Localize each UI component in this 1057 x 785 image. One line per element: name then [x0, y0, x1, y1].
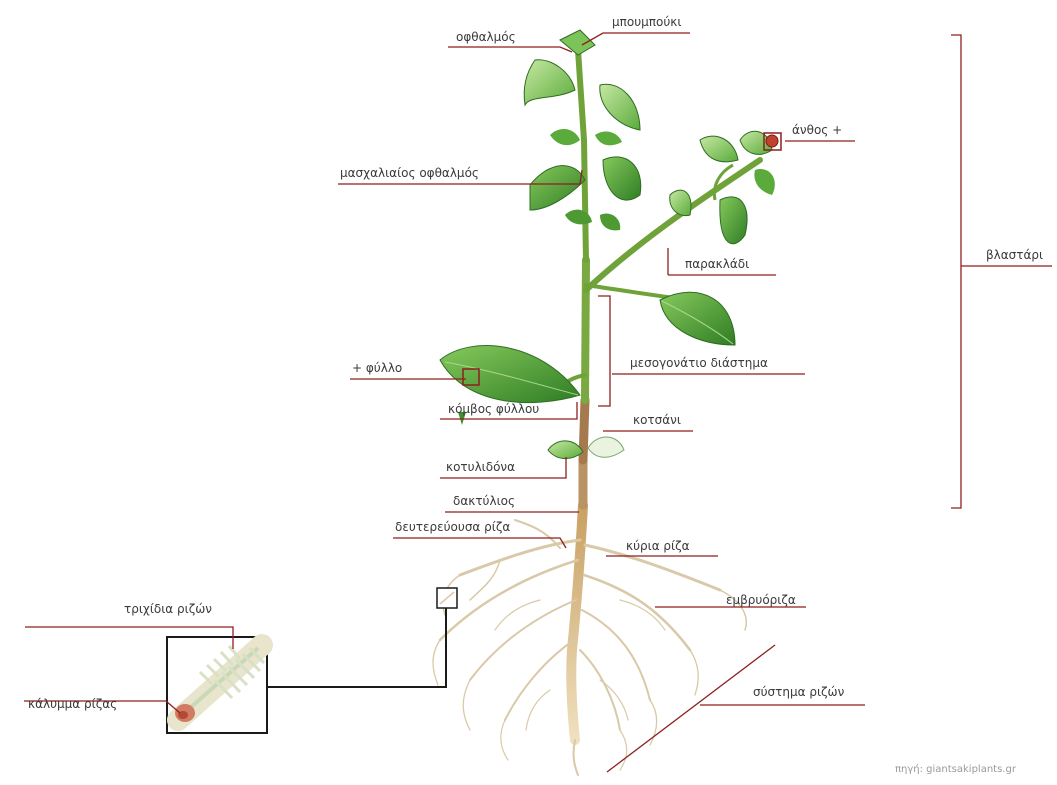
- label-leaf: + φύλλο: [352, 361, 402, 375]
- root-system: [433, 505, 746, 775]
- label-ring: δακτύλιος: [453, 494, 515, 508]
- leaf-large-left: [440, 346, 580, 403]
- label-flower: άνθος +: [792, 123, 842, 137]
- label-main-root: κύρια ρίζα: [626, 539, 690, 553]
- label-radicle: εμβρυόριζα: [726, 593, 796, 607]
- cotyledon-left: [548, 441, 583, 459]
- label-secondary-root: δευτερεύουσα ρίζα: [395, 520, 510, 534]
- cotyledon-right: [588, 437, 624, 457]
- leaves: [440, 30, 778, 459]
- flower-icon: [766, 135, 778, 147]
- label-branch: παρακλάδι: [685, 257, 749, 271]
- stem: [555, 50, 760, 505]
- label-leaf-node: κόμβος φύλλου: [448, 402, 539, 416]
- label-shoot: βλαστάρι: [986, 248, 1043, 262]
- label-bud: μπουμπούκι: [612, 15, 681, 29]
- label-internode: μεσογονάτιο διάστημα: [630, 356, 768, 370]
- label-root-system: σύστημα ριζών: [753, 685, 844, 699]
- label-axillary-eye: μασχαλιαίος οφθαλμός: [340, 166, 479, 180]
- label-stalk: κοτσάνι: [633, 413, 681, 427]
- label-root-hairs: τριχίδια ριζών: [124, 602, 212, 616]
- source-credit: πηγή: giantsakiplants.gr: [895, 764, 1016, 775]
- label-cotyledon: κοτυλιδόνα: [446, 460, 515, 474]
- label-eye: οφθαλμός: [456, 30, 516, 44]
- label-root-cap: κάλυμμα ρίζας: [28, 697, 117, 711]
